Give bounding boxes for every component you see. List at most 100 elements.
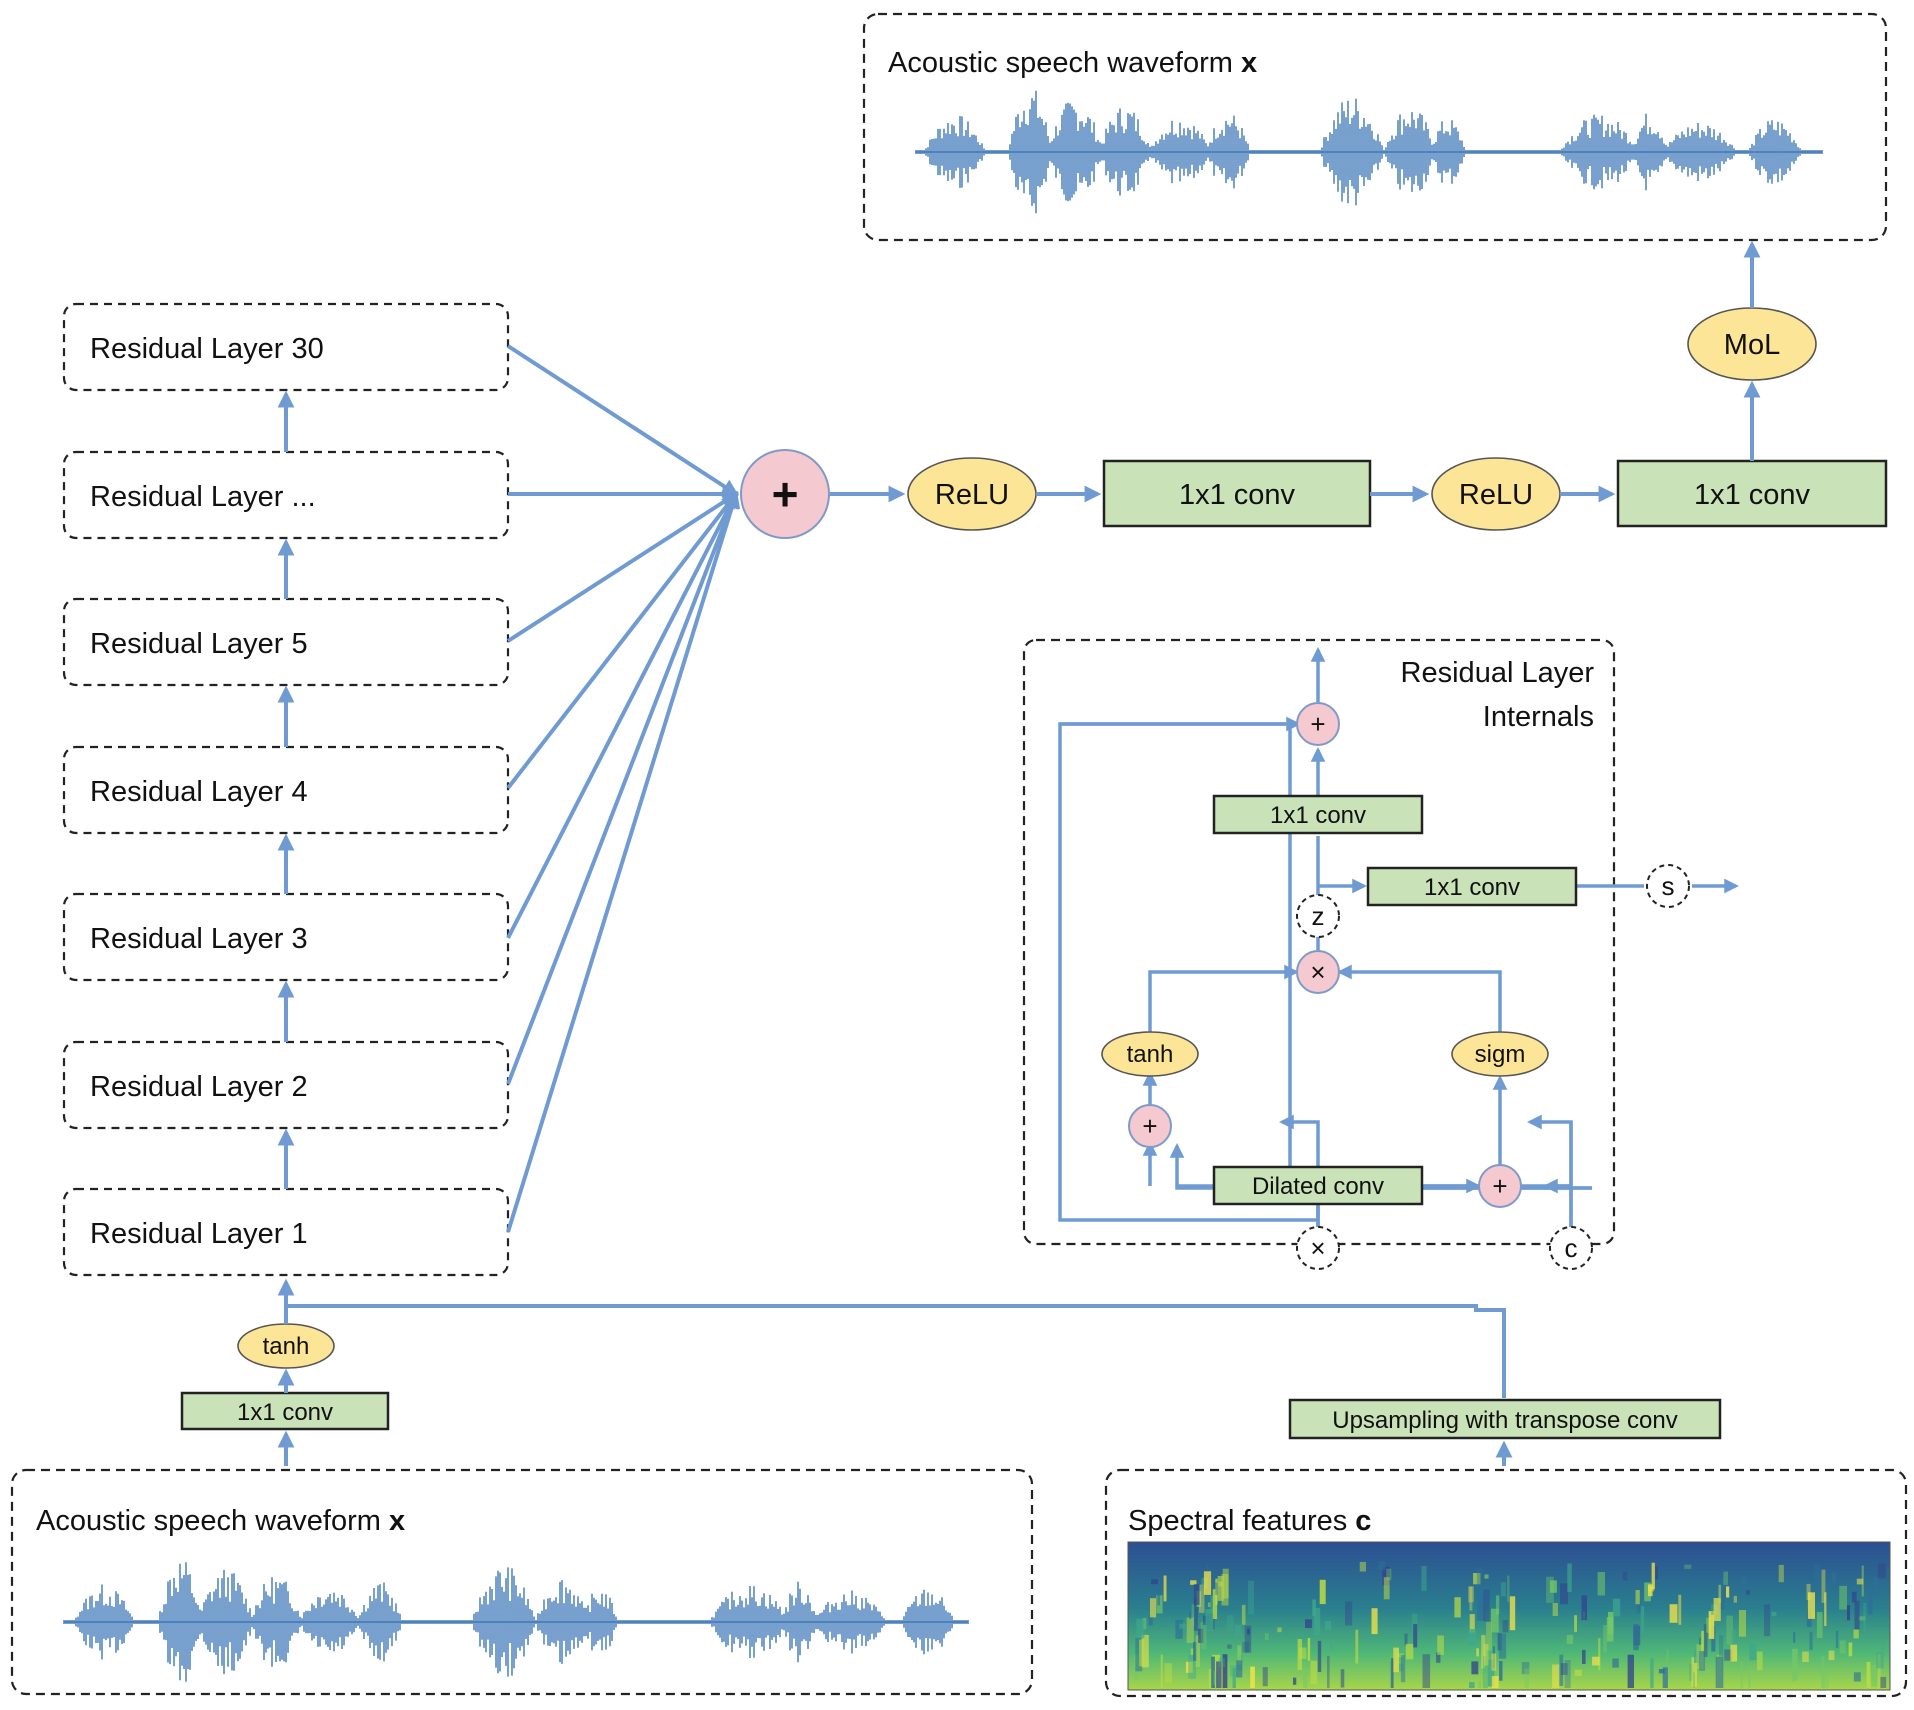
- spectrogram-streak: [1617, 1585, 1621, 1599]
- spectrogram-streak: [1640, 1606, 1645, 1634]
- spectrogram-streak: [1689, 1663, 1694, 1681]
- spectrogram-streak: [1211, 1656, 1215, 1688]
- residual-layer-2-label: Residual Layer 2: [90, 1071, 308, 1103]
- spectrogram-streak: [1633, 1623, 1639, 1651]
- spectrogram-streak: [1699, 1651, 1706, 1671]
- spectrogram-streak: [1793, 1631, 1796, 1643]
- spectrogram-streak: [1193, 1584, 1200, 1605]
- spectrogram-streak: [1612, 1658, 1619, 1668]
- spectrogram-streak: [1157, 1578, 1161, 1606]
- spectrogram-streak: [1205, 1609, 1214, 1631]
- spectrogram-streak: [1483, 1644, 1489, 1666]
- spectrogram-streak: [1421, 1566, 1427, 1591]
- port-x: [1296, 1226, 1340, 1270]
- spectrogram-streak: [1731, 1629, 1736, 1649]
- spectrogram-streak: [1524, 1668, 1529, 1688]
- spectrogram-streak: [1436, 1652, 1441, 1663]
- spectrogram-streak: [1500, 1582, 1506, 1597]
- spectrogram-streak: [1713, 1598, 1721, 1621]
- spectrogram-streak: [1730, 1644, 1738, 1662]
- spectrogram-streak: [1868, 1589, 1873, 1615]
- spectrogram-streak: [1809, 1631, 1813, 1650]
- port-s: [1646, 864, 1690, 908]
- port-c-label: c: [1565, 1233, 1578, 1263]
- spectrogram-streak: [1666, 1649, 1669, 1662]
- spectrogram-streak: [1824, 1592, 1827, 1626]
- spectrogram-streak: [1856, 1578, 1864, 1585]
- residual-layer-ellipsis-label: Residual Layer ...: [90, 481, 316, 513]
- spectrogram-streak: [1244, 1625, 1252, 1653]
- spectrogram-streak: [1247, 1628, 1250, 1635]
- spectrogram-streak: [1880, 1676, 1887, 1688]
- spectrogram-streak: [1477, 1594, 1485, 1621]
- spectrogram-streak: [1190, 1580, 1197, 1585]
- internals-conv-skip-label: 1x1 conv: [1424, 874, 1520, 901]
- spectrogram-streak: [1200, 1622, 1207, 1649]
- spectrogram-streak: [1413, 1624, 1418, 1648]
- spectrogram-streak: [1741, 1576, 1747, 1591]
- spectrogram-streak: [1746, 1590, 1750, 1595]
- internals-tanh-label: tanh: [1127, 1041, 1174, 1068]
- spectrogram-streak: [1648, 1584, 1653, 1597]
- spectrogram-streak: [1552, 1603, 1558, 1616]
- spectrogram-streak: [1847, 1605, 1850, 1621]
- spectrogram-streak: [1468, 1586, 1474, 1603]
- spectrogram-streak: [1491, 1653, 1497, 1671]
- spectrogram-streak: [1622, 1572, 1628, 1581]
- spectrogram-streak: [1858, 1616, 1866, 1621]
- spectrogram-streak: [1876, 1651, 1884, 1669]
- output-waveform-title: Acoustic speech waveform x: [888, 47, 1257, 79]
- spectrogram-streak: [1179, 1623, 1186, 1629]
- spectrogram-streak: [1195, 1635, 1200, 1667]
- spectrogram-streak: [1694, 1650, 1701, 1663]
- port-z-label: z: [1312, 901, 1325, 931]
- spectral-panel: Spectral features c: [1104, 1468, 1908, 1698]
- output-head: ReLU 1x1 conv ReLU 1x1 conv MoL: [830, 240, 1888, 531]
- spectrogram-streak: [1636, 1602, 1642, 1614]
- relu-1-label: ReLU: [935, 479, 1009, 511]
- internals-dilated-conv: [1212, 1165, 1424, 1206]
- spectrogram-streak: [1816, 1612, 1823, 1638]
- upsampling-conv-label: Upsampling with transpose conv: [1332, 1407, 1678, 1434]
- internals-mult-gate: [1296, 950, 1340, 994]
- spectrogram-streak: [1749, 1644, 1757, 1661]
- port-c: [1549, 1226, 1593, 1270]
- spectrogram-streak: [1164, 1663, 1172, 1683]
- internals-dilated-conv-label: Dilated conv: [1252, 1173, 1384, 1200]
- spectrogram-streak: [1473, 1573, 1481, 1585]
- spectrogram-streak: [1355, 1629, 1359, 1664]
- spectrogram-streak: [1163, 1575, 1167, 1602]
- internals-add-left-symbol: +: [1142, 1111, 1157, 1141]
- spectrogram-streak: [1305, 1619, 1312, 1628]
- spectrogram-streak: [1210, 1595, 1214, 1613]
- spectrogram-streak: [1487, 1659, 1495, 1687]
- spectrogram-streak: [1851, 1591, 1857, 1603]
- spectrogram-streak: [1469, 1586, 1473, 1611]
- internals-sigm: [1451, 1031, 1549, 1077]
- spectrogram-streak: [1469, 1682, 1475, 1688]
- spectrogram-streak: [1716, 1591, 1718, 1597]
- spectrogram-streak: [1691, 1657, 1697, 1687]
- spectrogram-streak: [1606, 1617, 1614, 1642]
- spectrogram-streak: [1250, 1666, 1255, 1688]
- internals-add-left: [1128, 1104, 1172, 1148]
- port-s-label: s: [1662, 871, 1675, 901]
- spectrogram-streak: [1391, 1658, 1394, 1688]
- spectrogram-streak: [1740, 1661, 1743, 1688]
- spectrogram-streak: [1684, 1564, 1692, 1569]
- spectrogram-streak: [1839, 1640, 1846, 1654]
- spectrogram-streak: [1635, 1590, 1640, 1605]
- spectrogram-streak: [1574, 1669, 1582, 1676]
- spectrogram-streak: [1792, 1648, 1798, 1681]
- spectrogram-streak: [1398, 1663, 1404, 1672]
- spectrogram-streak: [1262, 1667, 1268, 1687]
- spectrogram-streak: [1612, 1598, 1621, 1617]
- spectrogram-streak: [1853, 1672, 1861, 1682]
- spectrogram-streak: [1733, 1595, 1737, 1603]
- spectrogram-streak: [1400, 1655, 1406, 1683]
- spectrogram-streak: [1582, 1649, 1586, 1664]
- spectrogram-streak: [1486, 1621, 1493, 1651]
- spectrogram-streak: [1476, 1648, 1479, 1657]
- spectrogram-streak: [1212, 1589, 1218, 1619]
- spectrogram-streak: [1655, 1566, 1658, 1580]
